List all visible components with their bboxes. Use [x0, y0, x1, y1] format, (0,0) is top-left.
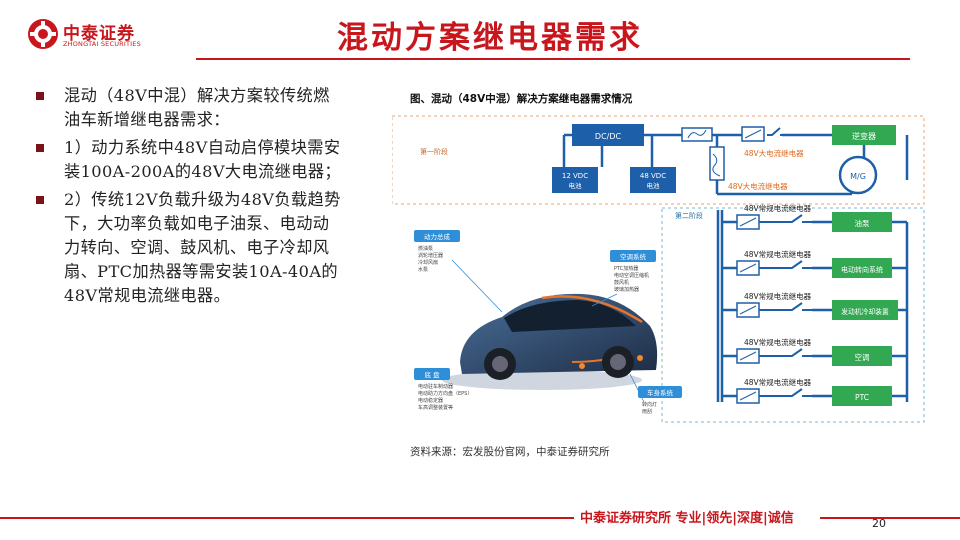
callout-title: 动力总成 — [424, 232, 451, 241]
battery-12v-sub: 电池 — [569, 181, 583, 190]
big-relay-label-top: 48V大电流继电器 — [744, 148, 804, 158]
bullet-item: 1）动力系统中48V自动启停模块需安装100A-200A的48V大电流继电器； — [32, 136, 342, 184]
callout-item: 鼓风机 — [614, 279, 629, 286]
callout-item: 电动稳定器 — [418, 397, 443, 404]
bullet-text: 混动（48V中混）解决方案较传统燃油车新增继电器需求： — [64, 86, 330, 129]
relay-row: 48V常规电流继电器 空调 — [736, 337, 892, 366]
main-bus-lines — [562, 133, 909, 402]
zhongtai-logo-icon — [28, 19, 58, 49]
page-title: 混动方案继电器需求 — [337, 20, 643, 56]
relay-row: 48V常规电流继电器 发动机冷却装置 — [736, 291, 898, 320]
big-relay-label-bottom: 48V大电流继电器 — [728, 181, 788, 191]
source-note: 资料来源：宏发股份官网，中泰证券研究所 — [410, 446, 610, 458]
normal-relay-label: 48V常规电流继电器 — [744, 377, 812, 387]
callout-title: 车身系统 — [647, 388, 674, 397]
motor-label: M/G — [850, 172, 866, 181]
logo-english-text: ZHONGTAI SECURITIES — [63, 40, 141, 48]
company-logo: 中泰证券 ZHONGTAI SECURITIES — [27, 18, 147, 52]
callout-item: 电动空调压缩机 — [614, 272, 649, 279]
stage2-region — [661, 207, 925, 423]
relay-row: 48V常规电流继电器 电动转向系统 — [736, 249, 892, 278]
battery-48v-label: 48 VDC — [640, 172, 666, 180]
stage1-region — [392, 115, 925, 205]
normal-relay-label: 48V常规电流继电器 — [744, 291, 812, 301]
callout-item: 电动驻车制动器 — [418, 383, 453, 390]
load-label: 油泵 — [855, 218, 870, 228]
bullet-text: 2）传统12V负载升级为48V负载趋势下，大功率负载如电子油泵、电动动力转向、空… — [64, 190, 341, 305]
callout-title: 空调系统 — [620, 252, 647, 261]
callout-body: 车身系统 转向灯 雨刮 — [629, 373, 682, 415]
header-divider — [196, 58, 910, 60]
normal-relay-label: 48V常规电流继电器 — [744, 337, 812, 347]
callout-item: 燃油泵 — [418, 245, 433, 252]
load-label: 空调 — [855, 352, 870, 362]
battery-48v-box — [630, 167, 676, 193]
callout-item: 涡轮增压器 — [418, 252, 443, 259]
callout-item: 玻璃加热器 — [614, 286, 639, 293]
battery-48v-sub: 电池 — [647, 181, 661, 190]
load-box — [832, 212, 892, 232]
footer-divider-right — [820, 517, 960, 519]
callout-item: 转向灯 — [642, 401, 657, 408]
footer-slogan: 中泰证券研究所 专业|领先|深度|诚信 — [580, 511, 794, 526]
dcdc-label: DC/DC — [595, 132, 622, 141]
page-number: 20 — [872, 517, 886, 530]
stage1-label: 第一阶段 — [420, 147, 448, 156]
load-box — [832, 258, 892, 278]
figure-title: 图、混动（48V中混）解决方案继电器需求情况 — [410, 93, 633, 105]
logo-chinese-text: 中泰证券 — [63, 24, 135, 44]
bullet-item: 混动（48V中混）解决方案较传统燃油车新增继电器需求： — [32, 84, 342, 132]
bullet-item: 2）传统12V负载升级为48V负载趋势下，大功率负载如电子油泵、电动动力转向、空… — [32, 188, 342, 308]
callout-item: 水泵 — [418, 266, 428, 273]
callout-item: PTC加热器 — [614, 265, 638, 272]
callout-chassis: 底 盘 电动驻车制动器 电动助力方向盘（EPS） 电动稳定器 车高调整装置等 — [414, 368, 472, 411]
callout-item: 电动助力方向盘（EPS） — [418, 390, 472, 397]
footer-divider-left — [0, 517, 574, 519]
load-label: PTC — [855, 393, 869, 402]
bullet-square-icon — [36, 144, 44, 152]
load-box — [832, 300, 898, 320]
relay-diagram: 第一阶段 第二阶段 DC/DC — [392, 115, 925, 423]
dcdc-box — [572, 124, 644, 146]
normal-relay-label: 48V常规电流继电器 — [744, 203, 812, 213]
bullet-text: 1）动力系统中48V自动启停模块需安装100A-200A的48V大电流继电器； — [64, 138, 342, 181]
callout-powertrain: 动力总成 燃油泵 涡轮增压器 冷却风扇 水泵 — [414, 230, 503, 313]
load-label: 发动机冷却装置 — [841, 307, 889, 316]
load-box — [832, 346, 892, 366]
battery-12v-label: 12 VDC — [562, 172, 588, 180]
motor-icon — [838, 155, 878, 195]
callout-item: 雨刮 — [642, 408, 652, 415]
load-label: 电动转向系统 — [841, 265, 883, 274]
inverter-box — [832, 125, 896, 145]
relay-row: 48V常规电流继电器 PTC — [736, 377, 892, 406]
bullet-list: 混动（48V中混）解决方案较传统燃油车新增继电器需求： 1）动力系统中48V自动… — [32, 84, 342, 312]
load-box — [832, 386, 892, 406]
bullet-square-icon — [36, 196, 44, 204]
callout-title: 底 盘 — [424, 370, 440, 379]
bullet-square-icon — [36, 92, 44, 100]
relay-row: 48V常规电流继电器 油泵 — [736, 203, 892, 232]
car-illustration — [442, 293, 658, 390]
callout-hvac: 空调系统 PTC加热器 电动空调压缩机 鼓风机 玻璃加热器 — [591, 250, 656, 307]
stage2-label: 第二阶段 — [675, 211, 703, 220]
callout-item: 车高调整装置等 — [418, 404, 453, 411]
battery-12v-box — [552, 167, 598, 193]
callout-item: 冷却风扇 — [418, 259, 438, 266]
inverter-label: 逆变器 — [852, 131, 876, 141]
normal-relay-label: 48V常规电流继电器 — [744, 249, 812, 259]
